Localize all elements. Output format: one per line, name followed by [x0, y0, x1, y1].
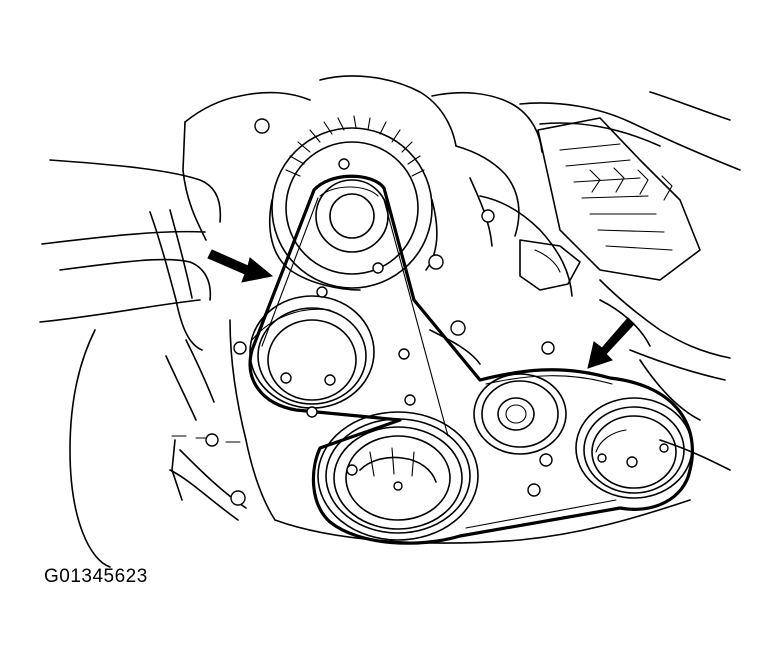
left-hoses — [39, 159, 222, 568]
crankshaft-pulley — [317, 411, 479, 541]
power-steering-pulley — [249, 295, 375, 409]
right-arrow-icon — [587, 317, 635, 369]
engine-block — [169, 75, 741, 544]
left-arrow-icon — [207, 249, 274, 283]
ac-compressor-pulley — [575, 397, 693, 499]
figure-id-label: G01345623 — [44, 566, 148, 587]
idler-pulley — [473, 373, 567, 455]
drive-belt — [248, 174, 695, 545]
alternator — [268, 115, 438, 291]
bolts — [205, 118, 669, 506]
